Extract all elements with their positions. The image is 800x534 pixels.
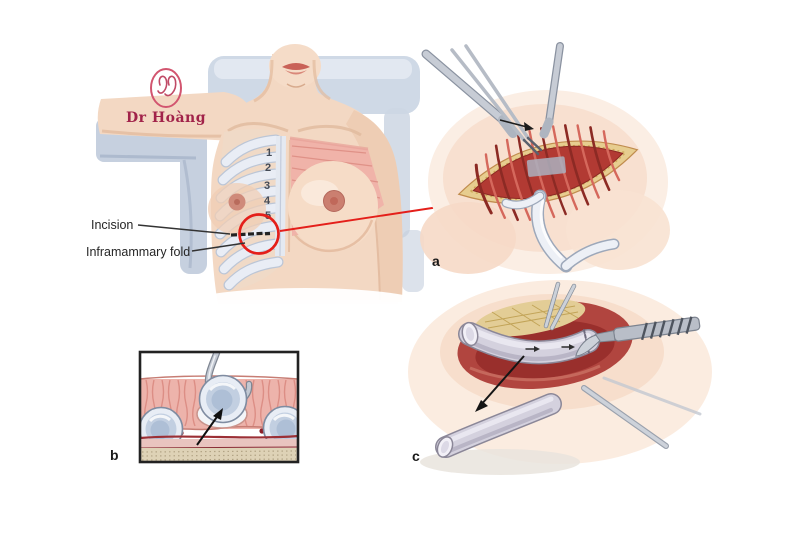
inframammary-leader-line (191, 242, 246, 252)
logo-text: Dr Hoàng (126, 110, 206, 126)
lips (282, 63, 310, 70)
rib-cartilage-in-situ (458, 321, 600, 365)
scissors-instrument (450, 44, 543, 156)
armboard-shape (96, 118, 207, 274)
incision-label: Incision (91, 218, 133, 232)
incision-highlight-circle (238, 213, 280, 255)
clinic-logo: Dr Hoàng (126, 68, 206, 126)
cartilage-cross-sections (138, 374, 308, 452)
elevated-cartilage (198, 374, 248, 424)
extended-arm (97, 92, 253, 141)
side-arm (346, 110, 403, 302)
breast-left (208, 183, 266, 235)
rib-number-2: 2 (265, 162, 271, 174)
panel-b-arrow (196, 408, 223, 446)
incision-leader-line (137, 224, 231, 235)
retractor-instruments (421, 42, 564, 139)
logo-oval (150, 68, 182, 108)
panel-b-border (138, 350, 300, 464)
scalpel-instrument (575, 316, 701, 357)
rib-number-1: 1 (266, 147, 272, 159)
panel-b-label: b (110, 447, 119, 463)
panel-a: a (420, 42, 670, 274)
panel-c: c (408, 280, 712, 475)
panel-b-content (138, 348, 308, 462)
retractor-lower-right (581, 376, 702, 449)
forceps-instrument (543, 281, 577, 331)
panel-c-label: c (412, 448, 420, 464)
panel-a-label: a (432, 253, 440, 269)
breast-right (288, 161, 378, 253)
costal-cartilage (501, 189, 620, 273)
panel-c-arrow (475, 355, 525, 412)
panel-b: b (96, 334, 374, 490)
monogram-glyph (157, 75, 177, 97)
annotation-labels: Incision Inframammary fold (86, 218, 246, 259)
wound-opening (457, 124, 639, 222)
excised-cartilage-segment (435, 393, 562, 458)
rib-number-4: 4 (264, 195, 271, 207)
dissector-tip (526, 156, 567, 177)
incision-dashes (230, 231, 271, 237)
wound-pointer-arrow (499, 119, 534, 131)
tissue-layers (139, 434, 299, 462)
rib-number-3: 3 (264, 180, 270, 192)
inframammary-fold-label: Inframammary fold (86, 245, 190, 259)
